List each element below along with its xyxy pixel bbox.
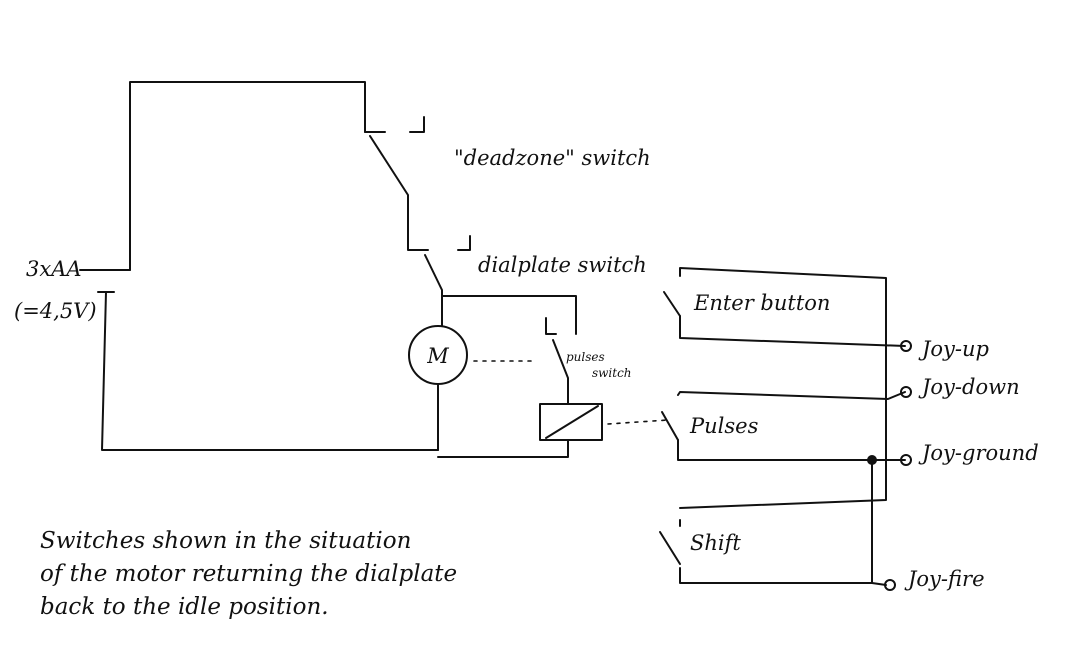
- joy-down-terminal: [900, 386, 912, 398]
- dialplate-blade: [424, 254, 443, 327]
- motor-symbol: M: [426, 344, 449, 368]
- note-line-1: Switches shown in the situation: [40, 528, 411, 554]
- button-box: [659, 267, 906, 586]
- relay-coil: [539, 403, 603, 441]
- joy-ground-terminal: [900, 454, 912, 466]
- wire-relay-return: [437, 439, 569, 458]
- joy-fire-terminal: [884, 579, 896, 591]
- pulses-ground-wire: [677, 439, 906, 461]
- shift-ground-wire: [679, 459, 873, 584]
- relay-link: [607, 419, 669, 425]
- fire-wire: [871, 582, 887, 586]
- deadzone-switch-label: "deadzone" switch: [454, 146, 651, 170]
- joy-up-label: Joy-up: [918, 337, 989, 361]
- note: Switches shown in the situation of the m…: [40, 528, 457, 620]
- enter-button-blade: [663, 291, 681, 317]
- enter-button-label: Enter button: [693, 291, 830, 315]
- pulses-contact: [545, 317, 557, 335]
- relay: [437, 403, 669, 458]
- deadzone-switch: [364, 116, 429, 251]
- box-outline: [679, 267, 887, 509]
- dialplate-switch: [424, 235, 577, 335]
- wire-battery-to-deadzone: [129, 81, 366, 271]
- shift-label: Shift: [690, 531, 741, 555]
- note-line-2: of the motor returning the dialplate: [40, 561, 457, 587]
- deadzone-blade: [369, 135, 429, 251]
- joy-fire-label: Joy-fire: [904, 567, 985, 591]
- dialplate-switch-label: dialplate switch: [478, 253, 647, 277]
- joy-ground-label: Joy-ground: [918, 441, 1039, 465]
- pulses-blade-contact: [661, 411, 679, 441]
- pulses-top-wire: [677, 391, 906, 400]
- supply-loop: [79, 81, 439, 451]
- battery-voltage-label: (=4,5V): [14, 299, 97, 323]
- shift-blade: [659, 531, 681, 565]
- pulses-switch: pulses switch: [545, 317, 632, 405]
- wire-battery-return: [101, 291, 439, 451]
- dialplate-contact: [457, 235, 471, 251]
- pulses-blade: [552, 339, 569, 405]
- deadzone-contact-right: [409, 116, 425, 133]
- joystick-terminals: [884, 340, 912, 591]
- relay-diagonal: [545, 405, 599, 439]
- joy-up-terminal: [900, 340, 912, 352]
- joy-down-label: Joy-down: [918, 375, 1020, 399]
- ground-junction-dot: [867, 455, 877, 465]
- wire-to-pulses-switch: [441, 295, 577, 335]
- note-line-3: back to the idle position.: [40, 594, 329, 620]
- pulses-switch-label-2: switch: [592, 366, 632, 380]
- pulses-switch-label-1: pulses: [566, 350, 605, 364]
- motor: M: [408, 325, 537, 451]
- pulses-label: Pulses: [689, 414, 759, 438]
- enter-button-wire: [679, 315, 906, 347]
- battery-label: 3xAA: [26, 257, 82, 281]
